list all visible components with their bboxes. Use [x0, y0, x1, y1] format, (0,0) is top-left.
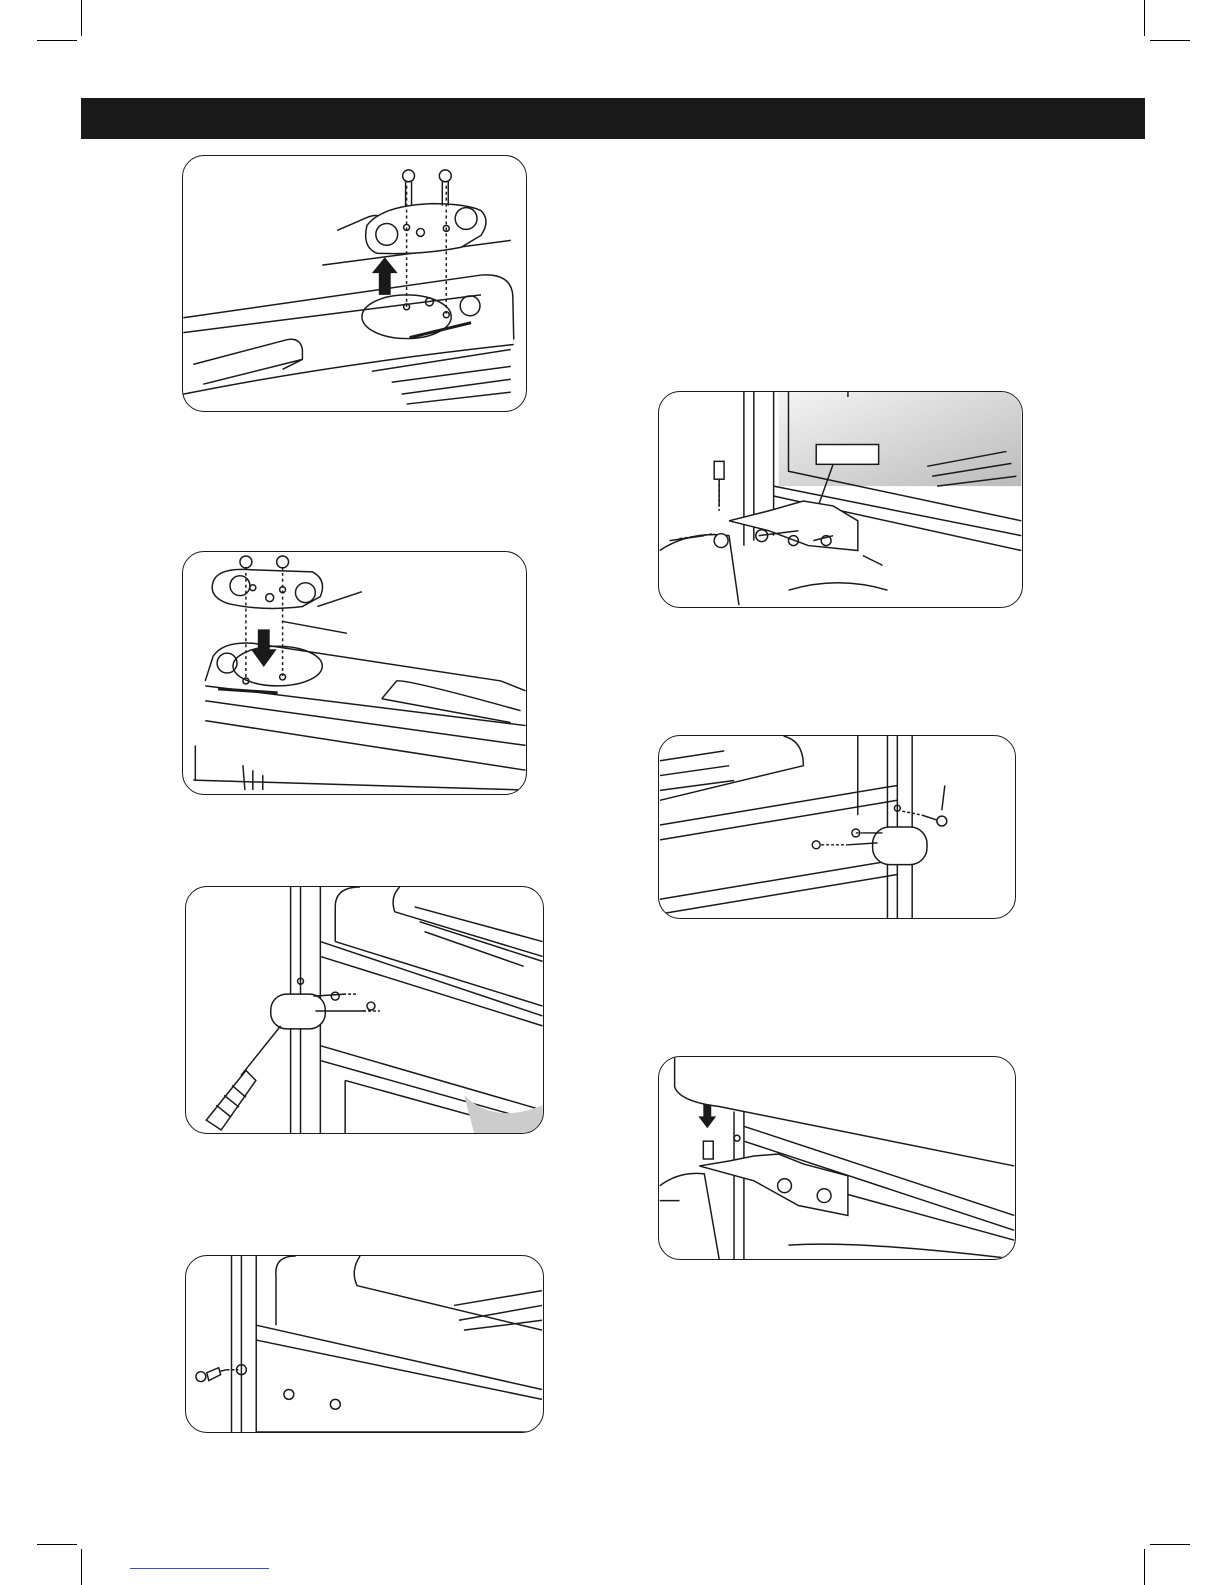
figure-hinge-cover-attach [658, 735, 1016, 919]
top-hinge-remove-illustration [183, 156, 526, 411]
figure-top-hinge-remove [182, 155, 527, 412]
crop-mark [1144, 1549, 1145, 1585]
hinge-cover-remove-illustration [186, 887, 543, 1133]
hinge-cover-attach-illustration [659, 736, 1015, 918]
down-arrow [698, 1105, 716, 1129]
section-header-bar [81, 98, 1145, 139]
crop-mark [37, 1544, 77, 1545]
crop-mark [81, 1549, 82, 1585]
top-hinge-install-illustration [183, 552, 526, 794]
crop-mark [1144, 0, 1145, 36]
crop-mark [37, 40, 77, 41]
figure-hinge-cover-remove [185, 886, 544, 1134]
down-arrow [251, 629, 277, 667]
crop-mark [81, 0, 82, 36]
up-arrow [372, 257, 398, 295]
figure-top-hinge-install [182, 551, 527, 795]
crop-mark [1150, 1544, 1190, 1545]
footer-link[interactable] [130, 1568, 269, 1569]
figure-bottom-hinge-pin [658, 1056, 1016, 1260]
bottom-hinge-bracket-illustration [659, 392, 1022, 607]
figure-bottom-hinge-bracket [658, 391, 1023, 608]
figure-screw-insert [185, 1255, 544, 1433]
crop-mark [1150, 40, 1190, 41]
screw-insert-illustration [186, 1256, 543, 1432]
bottom-hinge-pin-illustration [659, 1057, 1015, 1259]
